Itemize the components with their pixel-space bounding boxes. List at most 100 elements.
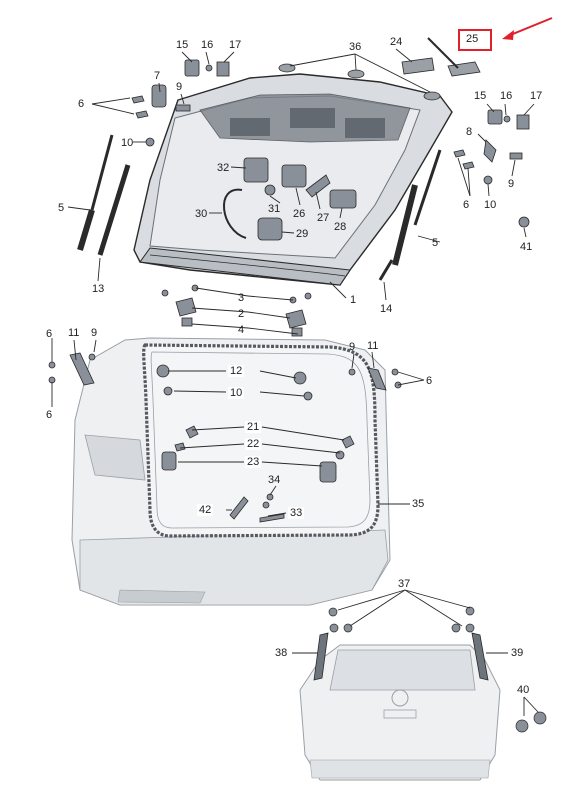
leader-line	[354, 53, 357, 71]
leader-line	[73, 339, 77, 361]
leader-line	[395, 48, 413, 63]
part-label-28: 28	[334, 221, 347, 233]
leader-line	[173, 390, 227, 393]
part-label-11: 11	[68, 327, 80, 339]
leader-line	[180, 93, 185, 105]
part-label-41: 41	[520, 241, 533, 253]
part-label-32: 32	[217, 162, 230, 174]
leader-line	[158, 82, 161, 93]
part-label-15: 15	[176, 39, 189, 51]
part-label-27: 27	[317, 212, 330, 224]
leader-line	[181, 51, 193, 63]
part-label-8: 8	[466, 126, 473, 138]
leader-line	[477, 133, 487, 143]
part-label-10: 10	[121, 137, 134, 149]
part-label-31: 31	[268, 203, 281, 215]
leader-line	[354, 53, 431, 93]
part-label-30: 30	[195, 208, 208, 220]
leader-line	[259, 370, 297, 379]
leader-line	[179, 443, 245, 449]
part-label-9-right: 9	[508, 178, 515, 190]
part-label-6-right: 6	[463, 199, 470, 211]
leader-line	[267, 512, 287, 517]
part-label-36: 36	[349, 41, 362, 53]
part-label-3: 3	[238, 292, 245, 304]
part-label-37: 37	[398, 578, 411, 590]
part-label-5: 5	[58, 202, 65, 214]
gas-strut-left	[77, 134, 131, 256]
part-label-35: 35	[412, 498, 425, 510]
part-label-15-right: 15	[474, 90, 487, 102]
leader-line	[349, 589, 406, 627]
gas-strut-right	[378, 149, 442, 281]
part-label-42: 42	[197, 504, 214, 516]
leader-line	[523, 227, 527, 238]
part-label-16: 16	[201, 39, 214, 51]
vehicle-rear-body	[71, 337, 391, 606]
part-label-6-left-upper: 6	[46, 328, 53, 340]
leader-line	[523, 696, 539, 713]
part-label-23: 23	[245, 456, 262, 468]
part-label-5-right: 5	[432, 237, 439, 249]
leader-line	[457, 157, 471, 197]
part-label-10-inner: 10	[228, 387, 245, 399]
leader-line	[191, 426, 245, 431]
part-label-6-left-lower: 6	[46, 409, 53, 421]
part-label-24: 24	[390, 36, 403, 48]
leader-line	[247, 311, 291, 319]
part-label-22: 22	[245, 438, 262, 450]
part-label-11-right: 11	[367, 340, 379, 352]
part-label-39: 39	[511, 647, 524, 659]
buffers	[278, 37, 481, 101]
part-label-38: 38	[275, 647, 288, 659]
leader-line	[417, 235, 441, 243]
leader-line	[195, 287, 249, 297]
leader-line	[329, 281, 347, 299]
leader-line	[315, 191, 321, 210]
leader-line	[511, 159, 516, 177]
part-label-40: 40	[517, 684, 530, 696]
part-label-9-left: 9	[91, 327, 98, 339]
leader-line	[404, 589, 471, 609]
part-label-17: 17	[229, 39, 242, 51]
part-label-2: 2	[238, 308, 245, 320]
leader-lines	[51, 48, 539, 716]
hinge-hardware	[131, 59, 530, 228]
leader-line	[97, 257, 101, 282]
leader-line	[281, 231, 295, 234]
tailgate-panel	[133, 73, 453, 286]
leader-line	[383, 281, 387, 301]
part-label-9: 9	[176, 81, 183, 93]
part-label-10-right: 10	[484, 199, 497, 211]
leader-line	[397, 379, 425, 386]
highlighted-part-label: 25	[466, 33, 479, 45]
leader-line	[504, 103, 507, 116]
part-label-6: 6	[78, 98, 85, 110]
leader-line	[351, 353, 355, 369]
part-label-4: 4	[238, 324, 245, 336]
lock-parts	[223, 157, 357, 241]
leader-line	[371, 351, 375, 369]
inner-fittings	[48, 352, 402, 523]
leader-line	[91, 103, 135, 115]
leader-line	[404, 589, 463, 627]
highlight-arrow	[502, 17, 553, 40]
part-label-12: 12	[228, 365, 245, 377]
leader-line	[67, 206, 91, 211]
part-label-1: 1	[350, 294, 357, 306]
leader-line	[205, 51, 210, 65]
leader-line	[91, 97, 131, 105]
part-label-13: 13	[92, 283, 105, 295]
part-label-33: 33	[288, 507, 305, 519]
leader-line	[289, 53, 356, 67]
leader-line	[191, 307, 249, 313]
part-label-9-inner: 9	[349, 341, 356, 353]
highlighted-part-box	[458, 29, 492, 51]
leader-line	[486, 103, 495, 113]
part-label-17-right: 17	[530, 90, 543, 102]
leader-line	[269, 485, 277, 496]
leader-line	[93, 339, 97, 353]
leader-line	[247, 295, 294, 301]
leader-line	[261, 443, 341, 454]
